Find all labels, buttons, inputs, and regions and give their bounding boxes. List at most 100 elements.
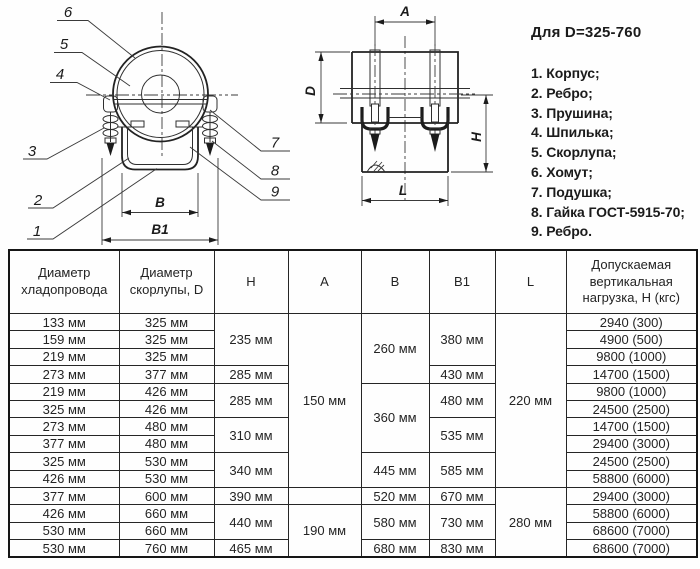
dim-label-h: H bbox=[469, 132, 484, 142]
table-cell: 260 мм bbox=[360, 313, 430, 384]
column-header: Допускаемая вертикальная нагрузка, Н (кг… bbox=[565, 249, 698, 314]
table-cell: 68600 (7000) bbox=[565, 539, 698, 558]
table-cell: 24500 (2500) bbox=[565, 452, 698, 471]
callout-2-label: 2 bbox=[33, 192, 43, 209]
column-header: Диаметр скорлупы, D bbox=[118, 249, 215, 314]
table-cell: 360 мм bbox=[360, 382, 430, 454]
table-cell: 426 мм bbox=[118, 382, 215, 401]
table-cell: 530 мм bbox=[8, 521, 120, 541]
table-cell: 440 мм bbox=[213, 504, 289, 541]
table-cell: 380 мм bbox=[428, 312, 496, 367]
column-header: Диаметр хладопровода bbox=[8, 249, 120, 314]
callout-3: 3 bbox=[23, 127, 105, 160]
table-cell: 585 мм bbox=[428, 452, 496, 488]
dim-label-d: D bbox=[303, 86, 318, 96]
table-cell: 29400 (3000) bbox=[565, 434, 698, 454]
table-cell: 219 мм bbox=[8, 347, 120, 367]
side-view-drawing: A D H L bbox=[303, 4, 493, 206]
bracket-outer bbox=[121, 127, 199, 171]
clamp-inner-circle bbox=[116, 50, 205, 138]
table-cell: 535 мм bbox=[428, 417, 496, 454]
table-cell: 220 мм bbox=[494, 313, 567, 488]
legend-items: 1. Корпус; 2. Ребро; 3. Прушина; 4. Шпил… bbox=[531, 64, 685, 242]
table-cell: 377 мм bbox=[8, 434, 120, 454]
table-cell: 670 мм bbox=[428, 486, 496, 506]
table-cell: 325 мм bbox=[118, 347, 215, 367]
dimension-a: A bbox=[374, 4, 436, 46]
table-cell: 600 мм bbox=[118, 486, 215, 506]
left-pad bbox=[130, 120, 145, 128]
table-cell: 390 мм bbox=[213, 486, 289, 506]
dim-label-b1: В1 bbox=[151, 222, 168, 237]
table-cell: 530 мм bbox=[118, 452, 215, 471]
table-cell: 465 мм bbox=[213, 539, 289, 558]
table-cell: 58800 (6000) bbox=[565, 504, 698, 523]
legend-item: 8. Гайка ГОСТ-5915-70; bbox=[531, 203, 685, 220]
pipe-bore-circle bbox=[141, 74, 180, 114]
callout-1: 1 bbox=[27, 168, 158, 240]
right-spring-cup bbox=[420, 103, 450, 152]
table-cell: 29400 (3000) bbox=[565, 486, 698, 506]
dimension-l: L bbox=[361, 176, 449, 206]
table-cell: 24500 (2500) bbox=[565, 399, 698, 419]
table-cell: 14700 (1500) bbox=[565, 365, 698, 384]
table-cell bbox=[287, 486, 362, 506]
table-cell: 68600 (7000) bbox=[565, 521, 698, 541]
table-cell: 159 мм bbox=[8, 330, 120, 349]
table-cell: 480 мм bbox=[118, 434, 215, 454]
callout-5: 5 bbox=[54, 36, 131, 87]
table-cell: 830 мм bbox=[428, 539, 496, 558]
table-cell: 430 мм bbox=[428, 365, 496, 384]
right-pad bbox=[175, 120, 190, 128]
column-header: B bbox=[360, 249, 430, 314]
strap-lines bbox=[340, 88, 470, 99]
table-cell: 340 мм bbox=[213, 452, 289, 488]
table-cell: 280 мм bbox=[494, 486, 567, 558]
dim-label-b: В bbox=[155, 195, 165, 210]
left-spring-cup bbox=[360, 103, 390, 152]
legend-item: 6. Хомут; bbox=[531, 163, 593, 180]
table-cell: 133 мм bbox=[8, 312, 120, 332]
table-cell: 9800 (1000) bbox=[565, 347, 698, 367]
table-cell: 9800 (1000) bbox=[565, 382, 698, 401]
legend-item: 2. Ребро; bbox=[531, 84, 593, 101]
table-cell: 660 мм bbox=[118, 521, 215, 541]
dimension-h: H bbox=[451, 94, 493, 173]
callout-8-label: 8 bbox=[271, 163, 280, 180]
legend-title: Для D=325-760 bbox=[531, 24, 642, 41]
table-cell: 730 мм bbox=[428, 504, 496, 541]
bracket-inner bbox=[127, 127, 193, 165]
table-cell: 285 мм bbox=[213, 382, 289, 419]
legend-item: 5. Скорлупа; bbox=[531, 144, 617, 161]
table-cell: 580 мм bbox=[360, 504, 430, 541]
callout-4-label: 4 bbox=[56, 66, 64, 83]
table-cell: 377 мм bbox=[118, 365, 215, 384]
table-cell: 285 мм bbox=[213, 365, 289, 384]
table-cell: 480 мм bbox=[118, 417, 215, 436]
table-cell: 426 мм bbox=[118, 399, 215, 419]
dim-label-l: L bbox=[399, 183, 407, 198]
callout-9: 9 bbox=[189, 146, 290, 201]
table-cell: 426 мм bbox=[8, 504, 120, 523]
table-cell: 14700 (1500) bbox=[565, 417, 698, 436]
callout-2: 2 bbox=[28, 157, 130, 209]
table-cell: 325 мм bbox=[118, 330, 215, 349]
table-cell: 480 мм bbox=[428, 382, 496, 419]
column-header: A bbox=[287, 249, 362, 314]
callout-9-label: 9 bbox=[271, 184, 280, 201]
shell-outline bbox=[351, 51, 459, 124]
dimension-d: D bbox=[303, 51, 350, 124]
legend-item: 4. Шпилька; bbox=[531, 124, 614, 141]
body-outline bbox=[361, 117, 449, 173]
table-cell: 445 мм bbox=[360, 452, 430, 488]
right-spring bbox=[202, 112, 218, 156]
